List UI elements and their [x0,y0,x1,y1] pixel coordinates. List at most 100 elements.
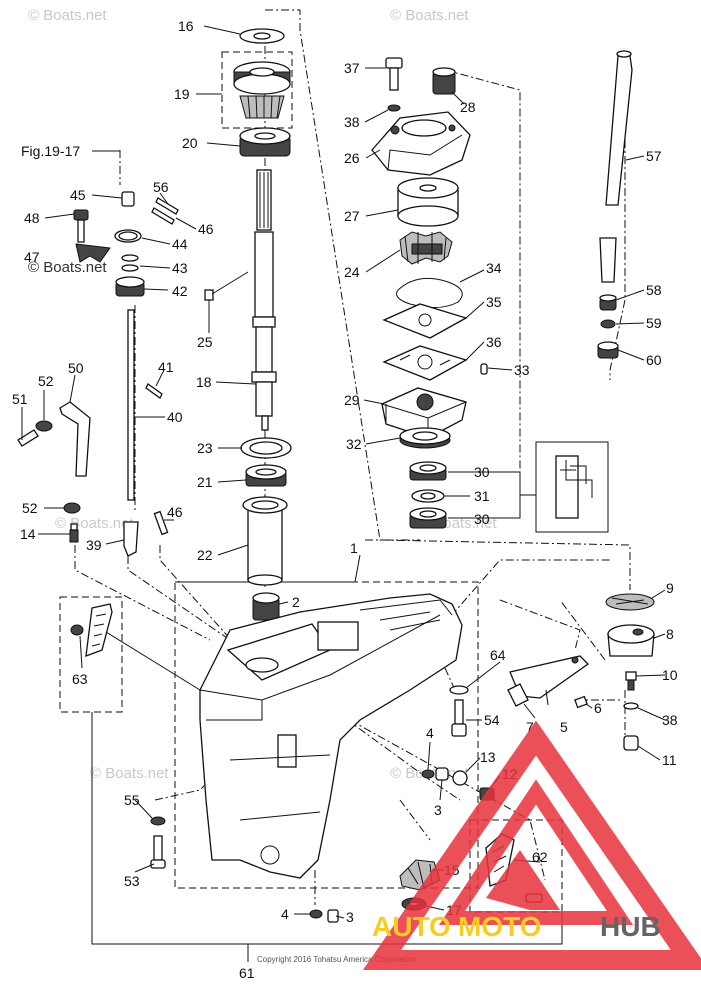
callout-23: 23 [197,440,213,456]
part-60-seal [597,341,619,359]
callout-42: 42 [172,283,188,299]
part-55-washer [150,816,166,826]
part-41-pin [145,383,163,399]
part-63-anode [70,603,113,657]
automotohub-logo: AUTO MOTO HUB [362,720,701,970]
callout-25: 25 [197,334,213,350]
part-38-washer [623,702,639,710]
part-45-joint [121,191,135,207]
part-35-plate [382,303,468,339]
callout-11: 11 [662,752,677,768]
callout-58: 58 [646,282,662,298]
watermark: © Boats.net [90,765,169,782]
callout-26: 26 [344,150,360,166]
callout-46: 46 [198,221,214,237]
watermark: © Boats.net [28,259,107,276]
callout-45: 45 [70,187,86,203]
part-27-insert [397,177,459,227]
part-47-arm [75,243,111,263]
part-50-hose [59,401,91,477]
callout-33: 33 [514,362,530,378]
callout-4: 4 [426,725,434,741]
callout-28: 28 [460,99,476,115]
part-46-pin [153,510,169,536]
part-7-clip [507,683,529,707]
part-28-grommet [432,67,456,95]
callout-54: 54 [484,712,500,728]
part-23-ring [240,437,292,459]
part-5-plate [571,656,579,664]
seal-orientation-detail [555,455,593,519]
logo-text-moto: MOTO [458,911,541,942]
part-21-seal [245,464,287,487]
watermark: © Boats.net [390,7,469,24]
part-43-o-rings [121,254,139,272]
part-38-washer [387,104,401,112]
callout-6: 6 [594,700,602,716]
part-4-washer [421,769,435,779]
part-25-key [204,289,214,301]
callout-13: 13 [480,749,496,765]
callout-53: 53 [124,873,140,889]
watermark: © Boats.net [55,515,134,532]
part-2-bushing [252,592,280,621]
part-4-washer [309,909,323,919]
watermark: © Boats.net [28,7,107,24]
part-8-cap [607,624,655,657]
callout-14: 14 [20,526,36,542]
part-56-pin [151,197,179,225]
parts [17,28,655,923]
callout-5: 5 [560,719,568,735]
dashed-boxes [59,51,609,913]
part-59-washer [600,319,616,329]
callout-60: 60 [646,352,662,368]
callout-57: 57 [646,148,662,164]
part-19-bearing [233,61,291,119]
callout-19: 19 [174,86,190,102]
callout-30: 30 [474,511,490,527]
callout-34: 34 [486,260,502,276]
part-6-screw [574,695,588,709]
callout-29: 29 [344,392,360,408]
callout-52: 52 [38,373,54,389]
part-33-pin [480,363,488,375]
brackets [91,471,563,962]
callout-36: 36 [486,334,502,350]
callout-44: 44 [172,236,188,252]
part-57-water-tube [599,50,633,283]
callout-38: 38 [662,712,678,728]
callout-30: 30 [474,464,490,480]
callout-31: 31 [474,488,490,504]
part-31-washer [411,489,445,503]
part-52-clip [35,420,53,432]
callout-39: 39 [86,537,102,553]
part-34-gasket [396,277,463,308]
part-36-gasket-plate [382,345,468,381]
part-39-shift-cam [123,521,139,557]
part-9-plate [605,593,655,611]
copyright-text: Copyright 2016 Tohatsu America Corporati… [257,955,417,964]
part-22-sleeve [242,496,288,586]
callout-43: 43 [172,260,188,276]
part-3-screw [435,767,449,781]
callout-22: 22 [197,547,213,563]
callout-32: 32 [346,436,362,452]
part-37-bolt [385,57,403,91]
callout-35: 35 [486,294,502,310]
part-42-holder [115,276,145,297]
callout-46: 46 [167,504,183,520]
part-32-seal [399,427,451,449]
callout-7: 7 [526,719,534,735]
callout-55: 55 [124,792,140,808]
part-51-bolt [17,429,39,447]
callout-4: 4 [281,906,289,922]
part-54-bolt [451,699,467,737]
callout-62: 62 [532,849,548,865]
part-1-lower-case [199,593,463,879]
callout-3: 3 [346,909,354,925]
part-30-oil-seal [409,461,447,481]
callout-61: 61 [239,965,255,981]
callout-18: 18 [196,374,212,390]
callout-8: 8 [666,626,674,642]
part-13-seal [452,770,468,786]
